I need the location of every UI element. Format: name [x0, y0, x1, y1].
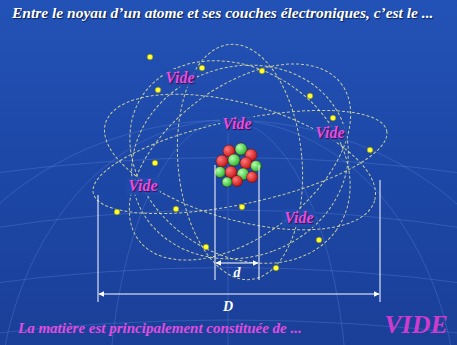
void-label: Vide	[282, 209, 315, 227]
slide-title: Entre le noyau d’un atome et ses couches…	[12, 3, 452, 22]
void-label: Vide	[126, 177, 159, 195]
answer-word: VIDE	[384, 311, 448, 339]
caption-text: La matière est principalement constituée…	[18, 319, 302, 337]
void-label: Vide	[313, 124, 346, 142]
void-label: Vide	[163, 69, 196, 87]
dimension-label: D	[223, 299, 233, 314]
dimension-label: d	[234, 265, 241, 280]
void-label: Vide	[220, 115, 253, 133]
